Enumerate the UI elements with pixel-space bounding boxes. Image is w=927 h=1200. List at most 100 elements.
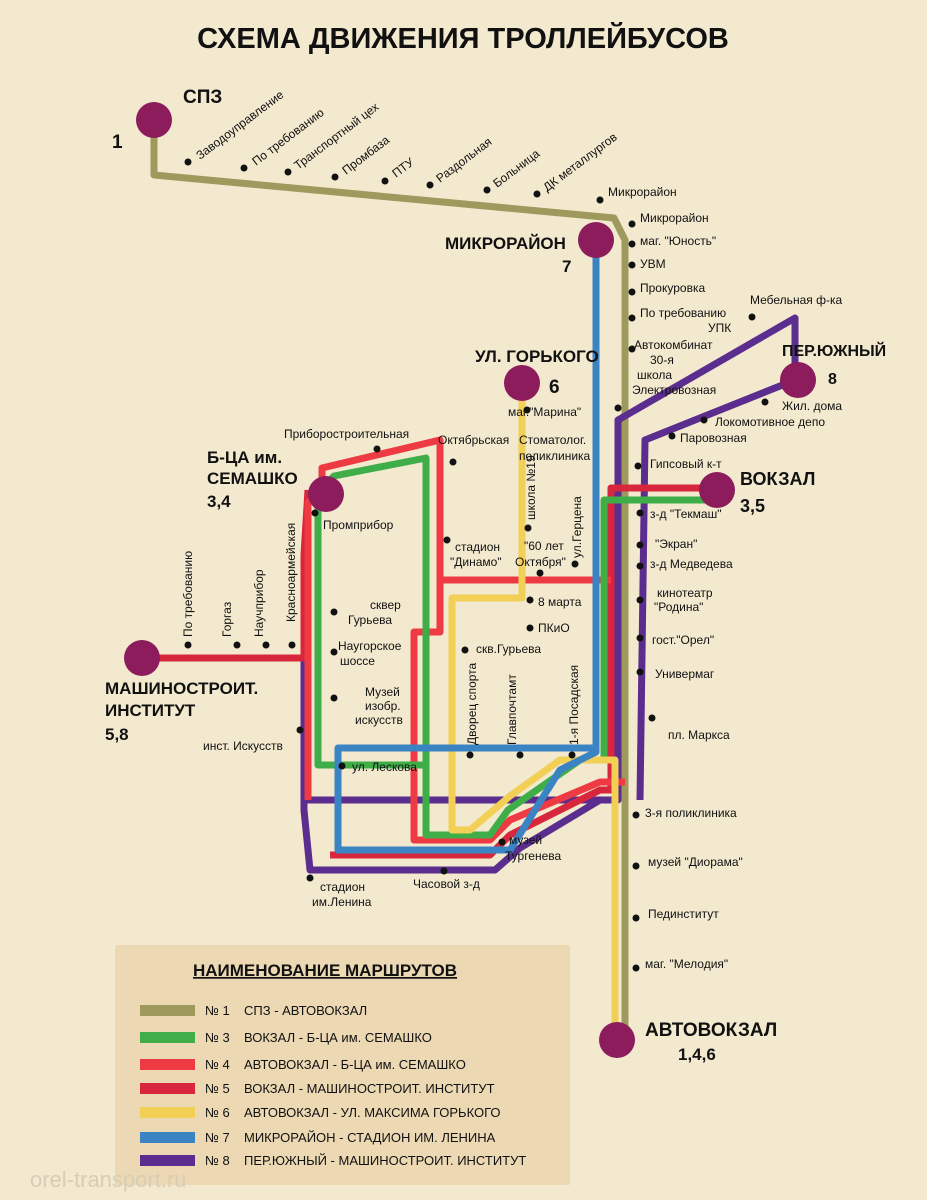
- terminal-vokzal[interactable]: [699, 472, 735, 508]
- stop-dot: [240, 164, 248, 172]
- terminal-spz[interactable]: [136, 102, 172, 138]
- route-4-line-b: [410, 580, 625, 844]
- stop-label: школа: [637, 368, 672, 382]
- route-4-line: [318, 436, 611, 584]
- terminal-labels: СПЗ 1 МИКРОРАЙОН 7 УЛ. ГОРЬКОГО 6 Б-ЦА и…: [105, 87, 886, 1064]
- legend-swatch: [140, 1032, 195, 1043]
- stop-dots: [184, 158, 769, 972]
- stop-dot: [648, 714, 656, 722]
- legend-route-labels: № 1 СПЗ - АВТОВОКЗАЛ № 3 ВОКЗАЛ - Б-ЦА и…: [205, 1003, 526, 1168]
- stop-label: маг. "Юность": [640, 234, 716, 248]
- stop-label: скв.Гурьева: [476, 642, 541, 656]
- stop-label: ПТУ: [389, 155, 417, 181]
- stop-dot: [614, 404, 622, 412]
- stop-label: стадион: [455, 540, 500, 554]
- stop-label: школа №19: [524, 455, 538, 520]
- terminal-yuzhny-name: ПЕР.ЮЖНЫЙ: [782, 341, 886, 360]
- stop-label: 30-я: [650, 353, 674, 367]
- stop-dot: [628, 314, 636, 322]
- terminal-mikro-routes: 7: [562, 257, 571, 276]
- stop-dot: [533, 190, 541, 198]
- terminal-gorky[interactable]: [504, 365, 540, 401]
- stop-dot: [516, 751, 524, 759]
- stop-dot: [628, 345, 636, 353]
- stop-dot: [311, 509, 319, 517]
- terminal-semashko-routes: 3,4: [207, 492, 231, 511]
- stop-label: кинотеатр: [657, 586, 713, 600]
- terminal-vokzal-routes: 3,5: [740, 496, 765, 516]
- terminal-gorky-name: УЛ. ГОРЬКОГО: [475, 347, 599, 366]
- stop-label: Автокомбинат: [634, 338, 713, 352]
- terminal-institut-name-2: ИНСТИТУТ: [105, 701, 196, 720]
- stop-label: Больница: [490, 146, 542, 190]
- stop-label: Главпочтамт: [505, 674, 519, 745]
- stop-label: пл. Маркса: [668, 728, 730, 742]
- stop-dot: [526, 624, 534, 632]
- stop-dot: [331, 173, 339, 181]
- legend-route-text: МИКРОРАЙОН - СТАДИОН ИМ. ЛЕНИНА: [244, 1130, 496, 1145]
- stop-label: Раздольная: [433, 135, 494, 186]
- stop-dot: [426, 181, 434, 189]
- stop-label: ул.Герцена: [570, 496, 584, 558]
- terminal-institut-routes: 5,8: [105, 725, 129, 744]
- stop-label: УВМ: [640, 257, 666, 271]
- stop-dot: [288, 641, 296, 649]
- terminal-avtovokzal[interactable]: [599, 1022, 635, 1058]
- route-lines: [142, 120, 799, 1040]
- terminal-vokzal-name: ВОКЗАЛ: [740, 469, 815, 489]
- legend-box: [115, 945, 570, 1185]
- stop-dot: [628, 288, 636, 296]
- stop-dot: [632, 811, 640, 819]
- stop-label: 3-я поликлиника: [645, 806, 737, 820]
- terminal-semashko[interactable]: [308, 476, 344, 512]
- stop-label: Музей: [365, 685, 400, 699]
- route-7-line: [334, 240, 600, 854]
- legend-route-text: СПЗ - АВТОВОКЗАЛ: [244, 1003, 367, 1018]
- stop-label: Тургенева: [505, 849, 562, 863]
- stop-dot: [330, 694, 338, 702]
- stop-dot: [632, 862, 640, 870]
- terminal-mikro[interactable]: [578, 222, 614, 258]
- stop-label: Электровозная: [632, 383, 716, 397]
- legend-route-num: № 4: [205, 1057, 230, 1072]
- stop-dot: [440, 867, 448, 875]
- stop-label: гост."Орел": [652, 633, 714, 647]
- route-6-line: [448, 380, 619, 1040]
- stop-dot: [306, 874, 314, 882]
- stop-dot: [761, 398, 769, 406]
- stop-label: Горгаз: [220, 601, 234, 637]
- stop-label: искусств: [355, 713, 403, 727]
- stop-label: Наугорское: [338, 639, 402, 653]
- stop-label: поликлиника: [519, 449, 591, 463]
- legend-swatch: [140, 1155, 195, 1166]
- stop-label: музей: [509, 833, 542, 847]
- terminal-institut[interactable]: [124, 640, 160, 676]
- stop-label: "60 лет: [524, 539, 564, 553]
- stop-label: з-д "Текмаш": [650, 507, 721, 521]
- stop-label: 1-я Посадская: [567, 665, 581, 745]
- terminal-yuzhny[interactable]: [780, 362, 816, 398]
- stop-dot: [461, 646, 469, 654]
- stop-dot: [636, 541, 644, 549]
- stop-label: музей "Диорама": [648, 855, 743, 869]
- stop-dot: [632, 914, 640, 922]
- stop-label: "Родина": [654, 600, 703, 614]
- stop-label: маг. "Мелодия": [645, 957, 728, 971]
- stop-dot: [700, 416, 708, 424]
- stop-dot: [571, 560, 579, 568]
- terminal-avtovokzal-routes: 1,4,6: [678, 1045, 716, 1064]
- stop-dot: [330, 648, 338, 656]
- stop-label: маг."Марина": [508, 405, 581, 419]
- stop-dot: [636, 596, 644, 604]
- stop-label: стадион: [320, 880, 365, 894]
- stop-label: Октября": [515, 555, 566, 569]
- legend-swatches: [140, 1005, 195, 1166]
- stop-labels: Заводоуправление По требованию Транспорт…: [181, 87, 842, 971]
- stop-dot: [330, 608, 338, 616]
- stop-label: Красноармейская: [284, 523, 298, 622]
- route-3-line-b: [314, 494, 426, 769]
- legend-swatch: [140, 1059, 195, 1070]
- terminal-institut-name-1: МАШИНОСТРОИТ.: [105, 679, 258, 698]
- route-3-line: [315, 454, 716, 839]
- stop-label: "Экран": [655, 537, 697, 551]
